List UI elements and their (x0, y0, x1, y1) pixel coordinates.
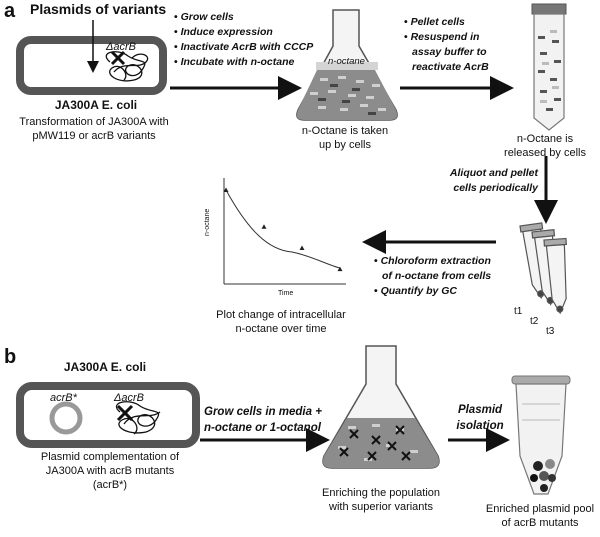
knockout-x-icon (110, 50, 126, 66)
flask-a-icon (296, 9, 398, 121)
knockout-x-b-icon (116, 404, 134, 422)
plot-point (223, 187, 229, 192)
cell-box-b (16, 382, 200, 448)
plot-xlabel: Time (278, 290, 294, 297)
flask-caption-a: n-Octane is taken up by cells (301, 125, 389, 151)
chromosome-icon (105, 51, 149, 82)
panel-a-letter: a (4, 0, 16, 22)
strain-label-a: JA300A E. coli (54, 98, 138, 112)
plot-ylabel: n-octane (204, 208, 211, 236)
flask-caption-b: Enriching the population with superior v… (321, 487, 441, 513)
cell-box-a (16, 36, 167, 95)
plot-point (299, 245, 305, 250)
step2-bullets: Pellet cells Resuspend in assay buffer t… (404, 15, 489, 75)
decay-plot (223, 178, 346, 285)
eppendorf-pool-icon (511, 375, 571, 495)
complementation-caption: Plasmid complementation of JA300A with a… (40, 451, 180, 491)
plot-point (261, 224, 267, 229)
tube-label-t3: t3 (546, 326, 555, 337)
aliquot-text: Aliquot and pellet cells periodically (449, 167, 538, 194)
grow-text: Grow cells in media + n-octane or 1-octa… (204, 406, 322, 434)
flask-layer-label: n-octane (328, 56, 365, 67)
tube-label-t1: t1 (514, 306, 523, 317)
pool-caption: Enriched plasmid pool of acrB mutants (485, 503, 595, 529)
delta-acrB-label-b: ΔacrB (114, 392, 144, 404)
plot-point (337, 266, 343, 272)
chromosome-b-icon (116, 401, 161, 435)
flask-b-icon (322, 345, 440, 469)
eppendorf-tubes-icon (519, 222, 568, 315)
strain-label-b: JA300A E. coli (63, 360, 147, 374)
tube-caption: n-Octane is released by cells (504, 133, 586, 159)
panel-b-letter: b (4, 346, 17, 368)
delta-acrB-label: ΔacrB (106, 41, 136, 53)
plot-caption: Plot change of intracellular n-octane ov… (216, 309, 346, 335)
plasmid-ring-icon (49, 401, 83, 435)
transformation-caption: Transformation of JA300A with pMW119 or … (19, 116, 169, 142)
mutant-plasmid-label: acrB* (50, 392, 77, 404)
plasmids-label: Plasmids of variants (30, 1, 167, 17)
tube-label-t2: t2 (530, 316, 539, 327)
falcon-tube-icon (531, 3, 567, 131)
plot-trend-line (225, 189, 341, 269)
extraction-bullets: Chloroform extraction of n-octane from c… (374, 254, 492, 299)
step1-bullets: Grow cells Induce expression Inactivate … (174, 10, 314, 70)
isolation-text: Plasmid isolation (456, 404, 504, 432)
